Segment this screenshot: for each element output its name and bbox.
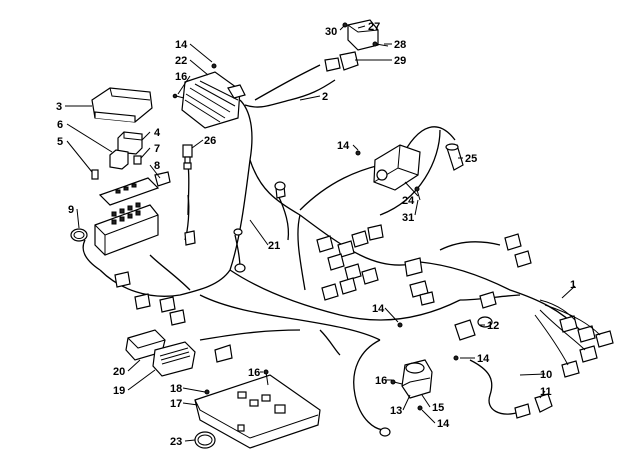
callout-14-coil: 14 [337, 140, 350, 152]
fuse-block [94, 171, 171, 256]
callout-11: 11 [540, 386, 552, 398]
voltage-regulator [181, 71, 246, 129]
callout-16-plate: 16 [248, 367, 260, 379]
battery-cable-10-11 [514, 393, 553, 419]
harness-plugs [534, 299, 614, 378]
callout-19: 19 [113, 385, 125, 397]
ignition-coil [373, 144, 421, 191]
cable-tie [194, 431, 216, 449]
callout-16-solenoid: 16 [375, 375, 387, 387]
callout-7: 7 [154, 143, 160, 155]
callout-9: 9 [68, 204, 74, 216]
callout-25: 25 [465, 153, 477, 165]
wire-clip-ring [70, 228, 88, 242]
spark-plug-cap [445, 143, 464, 171]
connector-cluster [275, 185, 384, 301]
coil-bolt-31 [414, 186, 421, 201]
leader-lines [65, 25, 576, 442]
callout-3: 3 [56, 101, 62, 113]
callout-15: 15 [432, 402, 444, 414]
regulator-bolt-14 [211, 63, 217, 69]
coil-bolt-14 [355, 150, 361, 156]
callout-21: 21 [268, 240, 280, 252]
callout-26: 26 [204, 135, 216, 147]
battery-cable-13 [379, 427, 391, 437]
callout-5: 5 [57, 136, 63, 148]
callout-18: 18 [170, 383, 182, 395]
callout-labels: 1 2 3 4 5 6 7 8 9 10 11 12 13 14 14 14 1… [56, 21, 576, 448]
relay-small [109, 149, 129, 170]
callout-20: 20 [113, 366, 125, 378]
callout-24: 24 [402, 195, 415, 207]
starter-relay [324, 19, 379, 72]
temperature-sensor [182, 144, 193, 170]
regulator-screw-16 [172, 93, 185, 99]
callout-2: 2 [322, 91, 328, 103]
callout-4: 4 [154, 127, 161, 139]
fuse [91, 169, 99, 180]
plate-screw-18 [204, 389, 210, 395]
callout-28: 28 [394, 39, 406, 51]
callout-10: 10 [540, 369, 552, 381]
bracket-bolt-14 [397, 322, 403, 328]
callout-22: 22 [175, 55, 187, 67]
callout-17: 17 [170, 398, 182, 410]
callout-31: 31 [402, 212, 414, 224]
fuse-mini [133, 155, 142, 165]
solenoid-nut-14 [417, 405, 423, 411]
callout-14-bracket: 14 [372, 303, 385, 315]
cdi-bracket [152, 341, 196, 377]
callout-13: 13 [390, 405, 402, 417]
callout-14-nut: 14 [477, 353, 490, 365]
ground-terminal-21 [233, 181, 286, 273]
relay-screw-28 [372, 41, 389, 47]
callout-12: 12 [487, 320, 499, 332]
callout-14-solenoid: 14 [437, 418, 450, 430]
solenoid-bolt-16 [390, 379, 403, 385]
callout-8: 8 [154, 160, 160, 172]
callout-1: 1 [570, 279, 576, 291]
plate-screw-16 [263, 369, 269, 386]
starter-solenoid [401, 359, 433, 399]
left-connectors [114, 230, 233, 363]
right-connectors [404, 233, 532, 309]
bracket-nut-14 [453, 355, 459, 361]
callout-23: 23 [170, 436, 182, 448]
callout-14-regulator: 14 [175, 39, 188, 51]
callout-29: 29 [394, 55, 406, 67]
callout-16-regulator: 16 [175, 71, 187, 83]
callout-30: 30 [325, 26, 337, 38]
callout-6: 6 [57, 119, 63, 131]
callout-27: 27 [368, 21, 380, 33]
fuse-box-cover [91, 87, 153, 123]
